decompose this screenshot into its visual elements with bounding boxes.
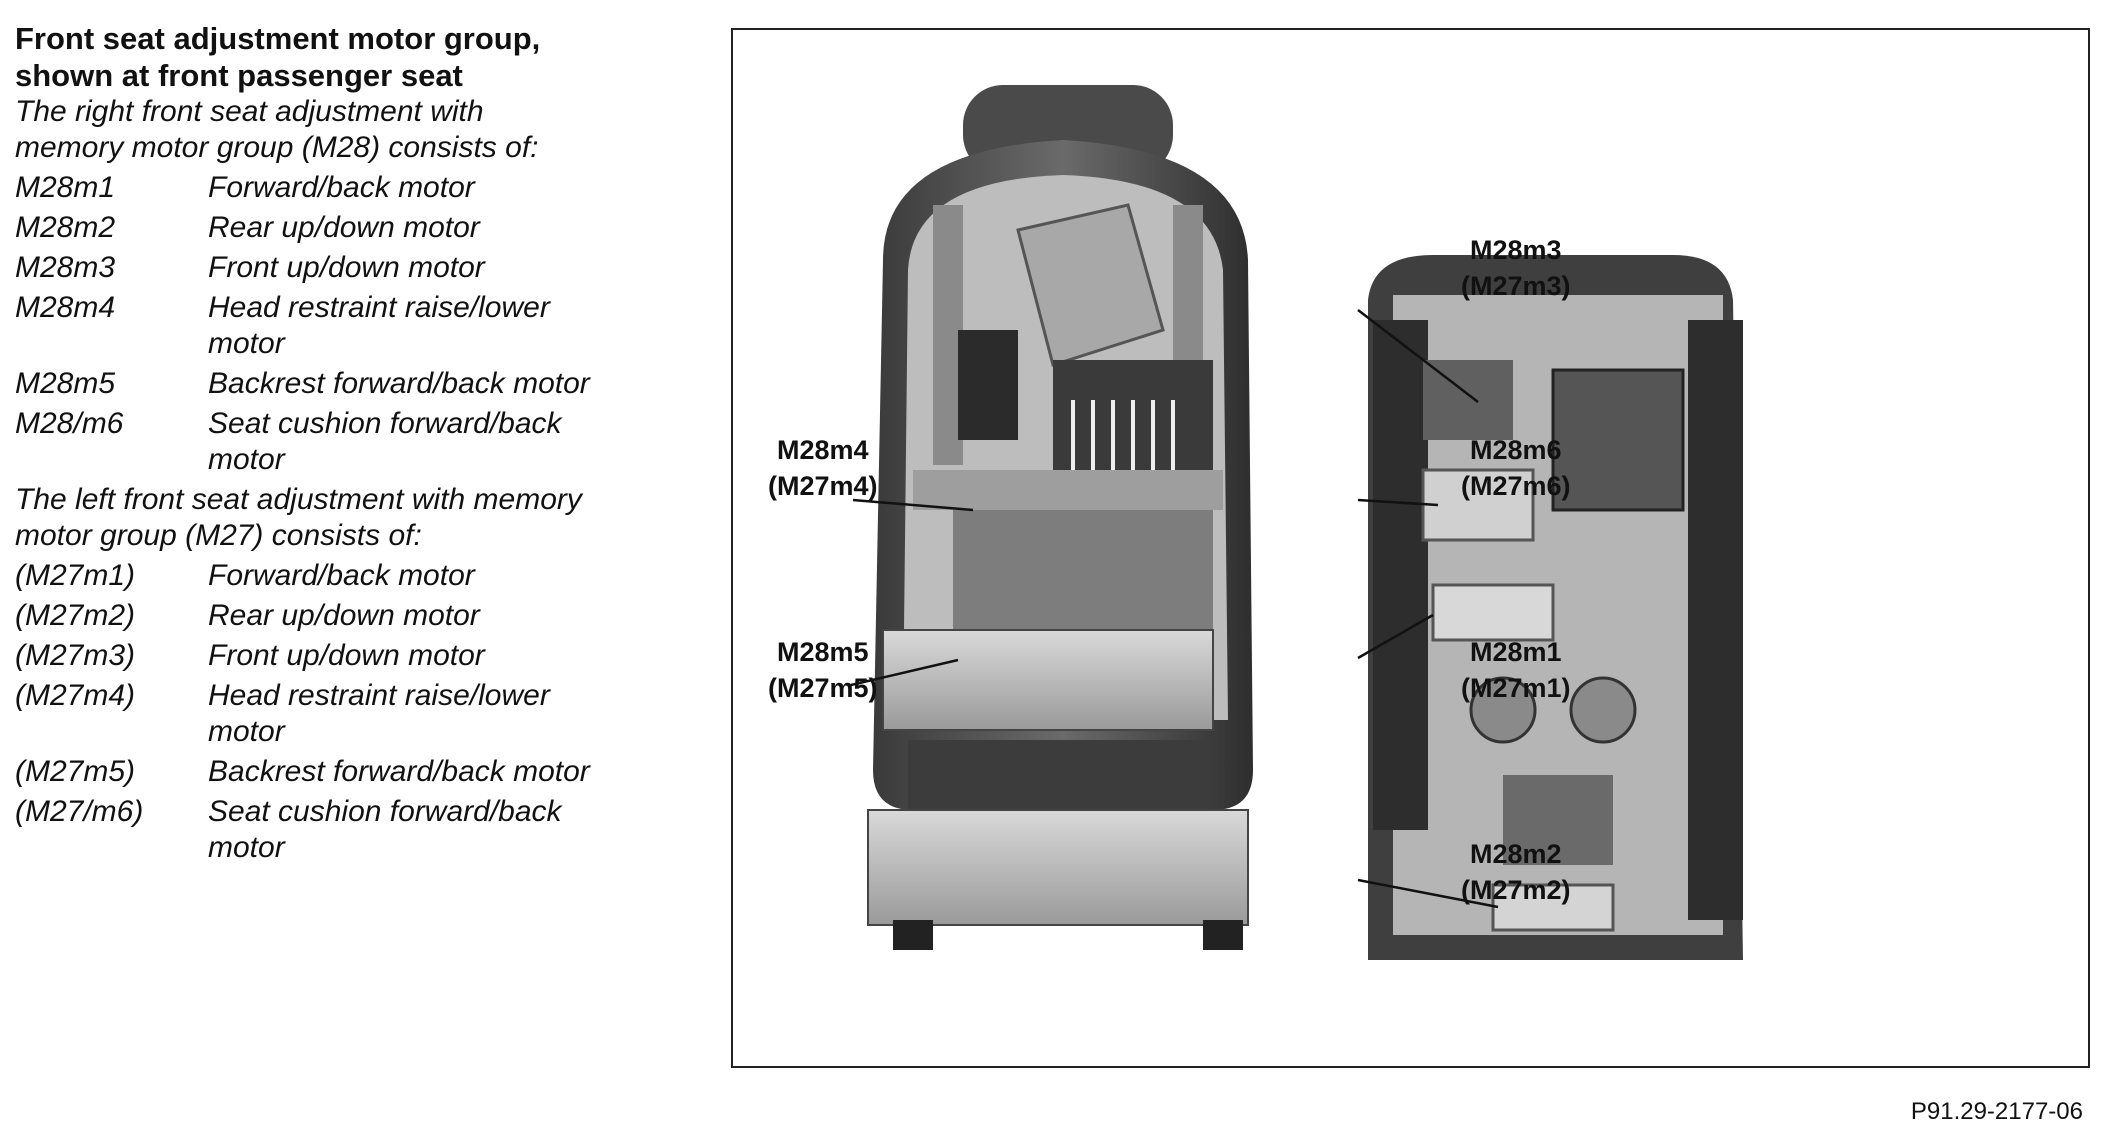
right-group-intro-1: The right front seat adjustment with (15, 95, 484, 128)
motor-description: Front up/down motor (208, 251, 485, 284)
list-item: (M27m3) Front up/down motor (15, 638, 675, 674)
callout-secondary: (M27m2) (1461, 875, 1571, 905)
motor-code: (M27m3) (15, 639, 136, 672)
motor-description: Front up/down motor (208, 639, 485, 672)
motor-m3 (1423, 360, 1513, 440)
list-item: (M27m5) Backrest forward/back motor (15, 754, 675, 790)
motor-code: M28m2 (15, 211, 116, 244)
motor-description: Forward/back motor (208, 559, 475, 592)
leader-m3 (1357, 309, 1479, 403)
side-rail (1688, 320, 1743, 920)
seat-rail-foot (1203, 920, 1243, 950)
heading-line-1: Front seat adjustment motor group, (15, 21, 541, 56)
cross-member (913, 470, 1223, 510)
motor-code: (M27m1) (15, 559, 136, 592)
callout-primary: M28m4 (776, 435, 869, 465)
left-group-intro-1: The left front seat adjustment with memo… (15, 483, 582, 516)
motor-group-description: Front seat adjustment motor group, shown… (15, 20, 675, 870)
motor-code: (M27m2) (15, 599, 136, 632)
motor-code: (M27m5) (15, 755, 136, 788)
callout-primary: M28m5 (776, 637, 869, 667)
callout-secondary: (M27m3) (1461, 271, 1571, 301)
control-module (1551, 368, 1685, 512)
callout-m4: M28m4 (M27m4) (768, 432, 878, 504)
head-restraint-bracket (1016, 203, 1165, 367)
leader-m1 (1357, 613, 1434, 660)
motor-description: Head restraint raise/lower motor (208, 679, 550, 748)
motor-description: Seat cushion forward/back motor (208, 795, 562, 864)
leader-m4 (852, 498, 974, 512)
motor-m6 (1421, 468, 1535, 542)
seat-cushion-view (1368, 255, 1743, 960)
leader-m5 (850, 658, 959, 687)
motor-code: M28m4 (15, 291, 116, 324)
callout-primary: M28m6 (1469, 435, 1562, 465)
seat-illustration (850, 85, 1743, 960)
callout-m3: M28m3 (M27m3) (1461, 232, 1571, 304)
list-item: M28m4 Head restraint raise/lower motor (15, 290, 675, 362)
side-rail (1373, 320, 1428, 830)
callout-primary: M28m1 (1469, 637, 1562, 667)
callout-primary: M28m3 (1469, 235, 1562, 265)
callout-m2: M28m2 (M27m2) (1461, 836, 1571, 908)
motor-m2 (1491, 883, 1615, 932)
motor-description: Rear up/down motor (208, 599, 480, 632)
list-item: M28m5 Backrest forward/back motor (15, 366, 675, 402)
gear-housing (1469, 676, 1537, 744)
motor-m5-area (953, 510, 1213, 630)
motor-m1 (1431, 583, 1555, 642)
motor-code: M28m1 (15, 171, 116, 204)
callout-primary: M28m2 (1469, 839, 1562, 869)
motor-code: M28m5 (15, 367, 116, 400)
seat-motor-figure: M28m4 (M27m4) M28m5 (M27m5) M28m3 (M27m3… (731, 28, 2090, 1068)
motor-description: Forward/back motor (208, 171, 475, 204)
motor-code: M28m3 (15, 251, 116, 284)
callout-secondary: (M27m6) (1461, 471, 1571, 501)
leader-m2 (1357, 878, 1499, 909)
motor-m4 (958, 330, 1018, 440)
list-item: (M27/m6) Seat cushion forward/back motor (15, 794, 675, 866)
list-item: (M27m1) Forward/back motor (15, 558, 675, 594)
motor-description: Seat cushion forward/back motor (208, 407, 562, 476)
heading-line-2: shown at front passenger seat (15, 58, 463, 93)
seat-rail-foot (893, 920, 933, 950)
figure-reference: P91.29-2177-06 (1910, 1098, 2083, 1125)
motor-description: Backrest forward/back motor (208, 755, 590, 788)
callout-secondary: (M27m1) (1461, 673, 1571, 703)
seat-cushion-frame (882, 629, 1214, 731)
leader-m6 (1357, 498, 1439, 507)
left-group-intro-2: motor group (M27) consists of: (15, 519, 422, 552)
list-item: M28m2 Rear up/down motor (15, 210, 675, 246)
right-group-intro-2: memory motor group (M28) consists of: (15, 131, 539, 164)
callout-m6: M28m6 (M27m6) (1461, 432, 1571, 504)
list-item: M28m3 Front up/down motor (15, 250, 675, 286)
list-item: (M27m4) Head restraint raise/lower motor (15, 678, 675, 750)
callout-secondary: (M27m4) (768, 471, 878, 501)
callout-m1: M28m1 (M27m1) (1461, 634, 1571, 706)
gear-housing (1569, 676, 1637, 744)
motor-description: Rear up/down motor (208, 211, 480, 244)
leader-lines (850, 309, 1499, 909)
list-item: M28m1 Forward/back motor (15, 170, 675, 206)
motor-description: Backrest forward/back motor (208, 367, 590, 400)
motor-code: (M27/m6) (15, 795, 144, 828)
callout-secondary: (M27m5) (768, 673, 878, 703)
callout-m5: M28m5 (M27m5) (768, 634, 878, 706)
motor-description: Head restraint raise/lower motor (208, 291, 550, 360)
list-item: M28/m6 Seat cushion forward/back motor (15, 406, 675, 478)
motor-code: M28/m6 (15, 407, 124, 440)
motor-code: (M27m4) (15, 679, 136, 712)
seat-base (867, 809, 1249, 926)
seat-backrest-view (867, 85, 1253, 950)
spindle-mount (1503, 775, 1613, 865)
list-item: (M27m2) Rear up/down motor (15, 598, 675, 634)
